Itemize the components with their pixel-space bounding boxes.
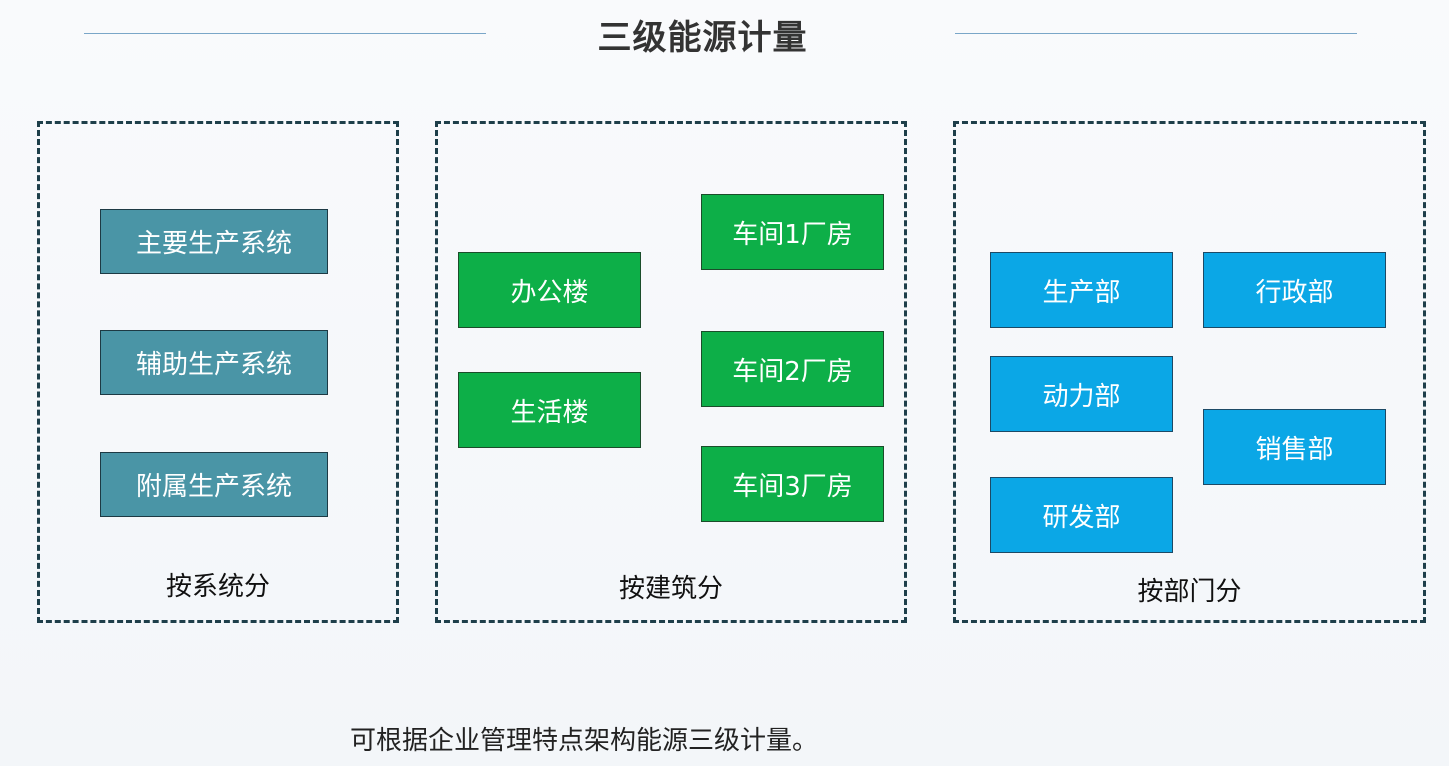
node-auxiliary-production-system: 辅助生产系统 (100, 330, 328, 395)
node-label: 附属生产系统 (135, 472, 292, 502)
node-label: 车间2厂房 (732, 356, 853, 387)
node-label: 生活楼 (510, 397, 589, 428)
node-label: 行政部 (1255, 277, 1334, 308)
page-title: 三级能源计量 (597, 18, 808, 58)
node-living-building: 生活楼 (458, 372, 641, 448)
node-label: 销售部 (1255, 434, 1334, 465)
node-main-production-system: 主要生产系统 (100, 209, 328, 274)
node-rd-dept: 研发部 (990, 477, 1173, 553)
node-workshop-1: 车间1厂房 (701, 194, 884, 270)
title-line-right (955, 33, 1357, 34)
group-by-building: 办公楼 生活楼 车间1厂房 车间2厂房 车间3厂房 按建筑分 (435, 121, 907, 623)
node-label: 主要生产系统 (135, 229, 292, 259)
node-label: 办公楼 (510, 277, 589, 308)
node-label: 车间3厂房 (732, 471, 853, 502)
node-power-dept: 动力部 (990, 356, 1173, 432)
node-affiliated-production-system: 附属生产系统 (100, 452, 328, 517)
node-label: 动力部 (1042, 381, 1121, 412)
caption: 可根据企业管理特点架构能源三级计量。 (350, 726, 819, 756)
node-workshop-3: 车间3厂房 (701, 446, 884, 522)
node-production-dept: 生产部 (990, 252, 1173, 328)
node-sales-dept: 销售部 (1203, 409, 1386, 485)
node-label: 生产部 (1042, 277, 1121, 308)
group-by-department: 生产部 动力部 研发部 行政部 销售部 按部门分 (953, 121, 1426, 623)
group-label: 按系统分 (165, 572, 270, 602)
node-office-building: 办公楼 (458, 252, 641, 328)
node-label: 研发部 (1042, 502, 1121, 533)
node-admin-dept: 行政部 (1203, 252, 1386, 328)
node-label: 车间1厂房 (732, 219, 853, 250)
node-workshop-2: 车间2厂房 (701, 331, 884, 407)
group-by-system: 主要生产系统 辅助生产系统 附属生产系统 按系统分 (37, 121, 399, 623)
title-line-left (84, 33, 486, 34)
group-label: 按部门分 (1137, 577, 1242, 607)
node-label: 辅助生产系统 (135, 350, 292, 380)
group-label: 按建筑分 (618, 574, 723, 604)
